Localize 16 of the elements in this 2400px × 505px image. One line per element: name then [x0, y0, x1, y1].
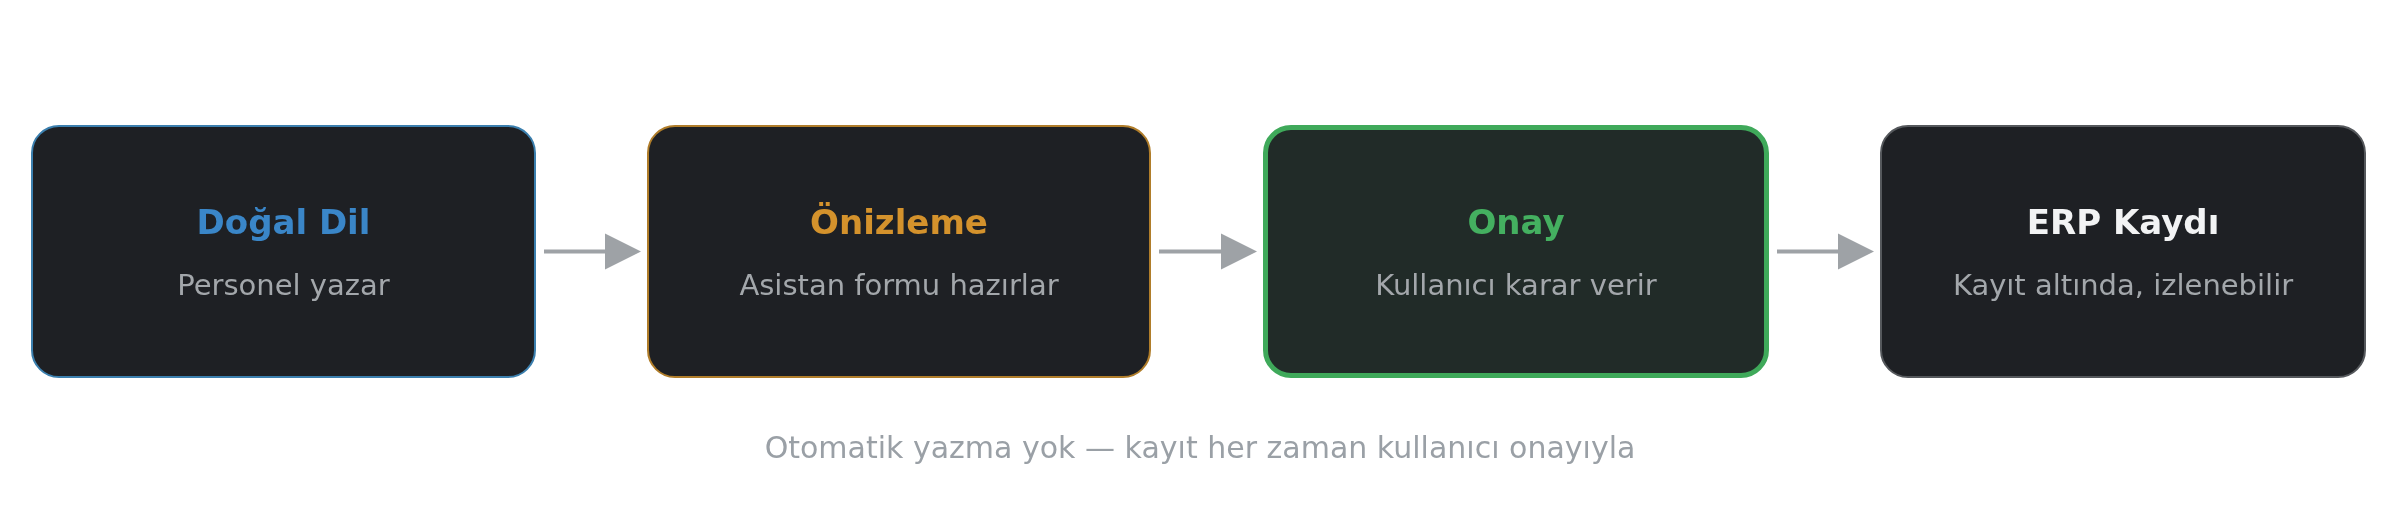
process-box [1880, 125, 2366, 378]
box-subtitle: Asistan formu hazırlar [739, 267, 1059, 302]
process-box [31, 125, 536, 378]
arrow [544, 233, 641, 270]
box-subtitle: Personel yazar [177, 267, 390, 302]
box-title: Onay [1467, 201, 1565, 242]
caption: Otomatik yazma yok — kayıt her zaman kullanıcı onayıyla [763, 430, 1637, 465]
arrow [1777, 233, 1874, 270]
process-box [1263, 125, 1769, 378]
box-subtitle: Kayıt altında, izlenebilir [1952, 267, 2294, 302]
box-subtitle: Kullanıcı karar verir [1375, 267, 1657, 302]
arrow [1159, 233, 1257, 270]
process-box [647, 125, 1151, 378]
box-title: Doğal Dil [196, 201, 371, 242]
box-title: Önizleme [810, 201, 988, 242]
box-title: ERP Kaydı [2026, 201, 2220, 242]
